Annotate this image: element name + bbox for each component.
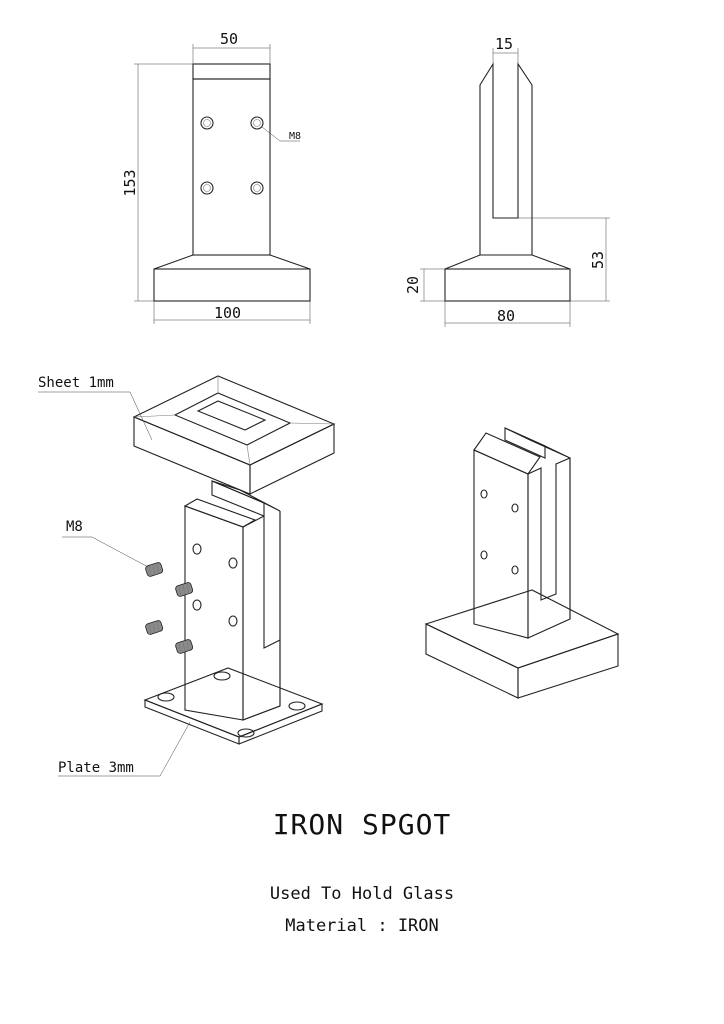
bolt-holes <box>200 116 264 195</box>
post <box>183 480 281 721</box>
dim-front-height: 153 <box>121 169 139 196</box>
bolt <box>145 620 164 635</box>
dim-side-base: 80 <box>497 307 515 325</box>
dim-base-height: 20 <box>404 276 422 294</box>
dim-front-width: 50 <box>220 30 238 48</box>
bolt <box>145 562 164 577</box>
material-label: Material : IRON <box>285 916 439 936</box>
base-plate <box>143 667 324 745</box>
callout-plate: Plate 3mm <box>58 760 134 776</box>
bolt <box>175 639 194 654</box>
dim-front-base: 100 <box>214 304 241 322</box>
drawing-title: IRON SPGOT <box>272 808 452 841</box>
drawing-subtitle: Used To Hold Glass <box>269 884 455 904</box>
side-view: 15 53 20 80 <box>404 35 610 327</box>
callout-sheet: Sheet 1mm <box>38 375 114 391</box>
front-view: M8 50 153 100 <box>121 30 311 324</box>
bolt-size-label: M8 <box>289 131 301 142</box>
dim-slot-width: 15 <box>495 35 513 53</box>
bolt <box>175 582 194 597</box>
assembled-view <box>424 427 620 699</box>
exploded-view: Sheet 1mm M8 Plate 3mm <box>38 375 336 777</box>
callout-bolts: M8 <box>66 519 83 535</box>
cover-sheet <box>132 375 336 495</box>
dim-slot-depth: 53 <box>589 251 607 269</box>
bolts <box>145 562 194 654</box>
